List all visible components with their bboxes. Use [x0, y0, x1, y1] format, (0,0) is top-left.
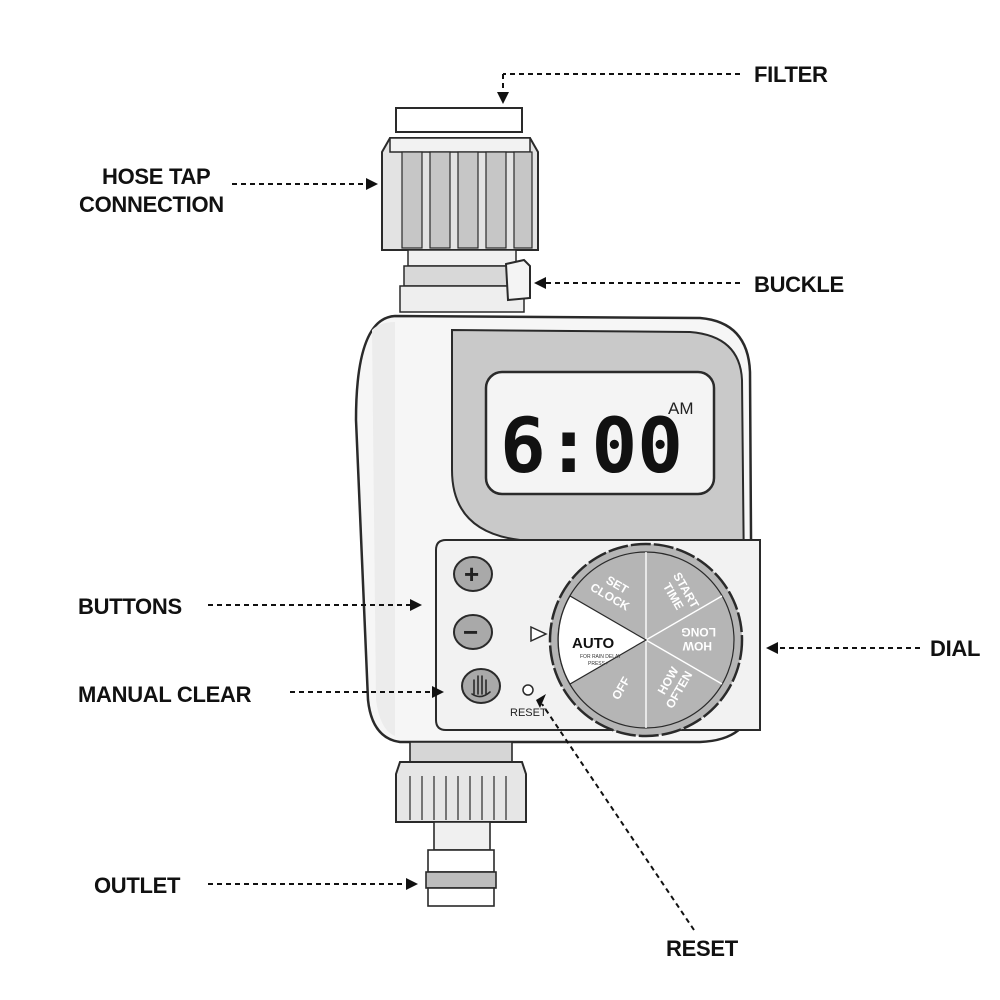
arrow-heads: [366, 92, 778, 890]
auto-label: AUTO: [572, 635, 615, 652]
label-hose-tap-2: CONNECTION: [79, 192, 224, 217]
arrow-hose-tap: [366, 178, 378, 190]
minus-button[interactable]: −: [453, 614, 493, 650]
label-buckle: BUCKLE: [754, 272, 844, 297]
plus-sign: +: [464, 559, 479, 589]
lcd-time: 6:00: [500, 401, 683, 490]
label-buttons: BUTTONS: [78, 594, 182, 619]
arrow-buckle: [534, 277, 546, 289]
arrow-filter: [497, 92, 509, 104]
label-outlet: OUTLET: [94, 873, 181, 898]
arrow-dial: [766, 642, 778, 654]
minus-sign: −: [463, 617, 478, 647]
lcd-display: 6:00 AM: [484, 370, 716, 496]
arrow-reset: [536, 694, 546, 708]
label-dial: DIAL: [930, 636, 980, 661]
hose-tap-nut: [381, 137, 539, 251]
plus-button[interactable]: +: [453, 556, 493, 592]
how-long-segment[interactable]: HOW LONG: [681, 625, 716, 653]
auto-sub-2: PRESS+: [588, 661, 608, 667]
label-hose-tap-1: HOSE TAP: [102, 164, 210, 189]
label-manual-clear: MANUAL CLEAR: [78, 682, 252, 707]
how-long-2: LONG: [681, 625, 716, 639]
arrow-outlet: [406, 878, 418, 890]
neck: [399, 249, 525, 313]
hand-icon: [471, 675, 491, 698]
reset-hole-label: RESET: [510, 707, 547, 719]
buckle-clip: [504, 258, 531, 302]
how-long-1: HOW: [682, 639, 712, 653]
reset-hole[interactable]: [522, 684, 534, 696]
leader-lines: [208, 73, 920, 931]
dial-pointer-icon: [530, 625, 548, 643]
label-filter: FILTER: [754, 62, 828, 87]
program-dial[interactable]: AUTO FOR RAIN DELAY PRESS+ SET CLOCK STA…: [548, 542, 744, 738]
lcd-ampm: AM: [668, 399, 694, 418]
filter-ring: [395, 107, 523, 133]
manual-clear-button[interactable]: [461, 668, 501, 704]
auto-sub-1: FOR RAIN DELAY: [580, 654, 622, 660]
arrow-buttons: [410, 599, 422, 611]
outlet-assembly: [395, 741, 527, 907]
label-reset: RESET: [666, 936, 739, 961]
dial-dividers: [645, 552, 723, 728]
auto-segment[interactable]: [557, 595, 648, 685]
arrow-manual-clear: [432, 686, 444, 698]
